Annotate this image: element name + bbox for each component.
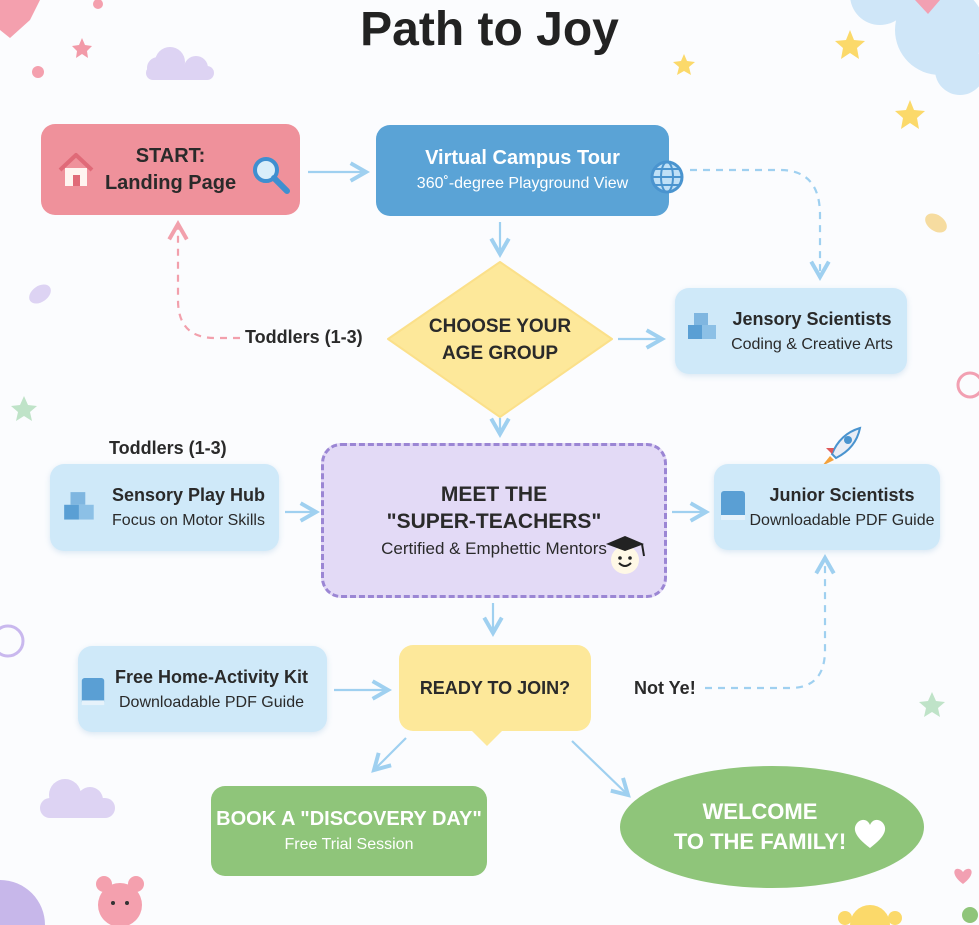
page-title: Path to Joy	[360, 3, 619, 56]
heart-decoration	[954, 868, 972, 884]
blocks-icon	[688, 313, 716, 339]
teachers-subtitle: Certified & Emphettic Mentors	[381, 538, 607, 558]
star-decoration	[673, 54, 695, 75]
book-discovery-day-node[interactable]: BOOK A "DISCOVERY DAY" Free Trial Sessio…	[211, 786, 487, 876]
arrow-tour-to-jensory	[690, 168, 831, 281]
welcome-line2: TO THE FAMILY!	[673, 829, 847, 854]
search-icon	[253, 157, 290, 194]
start-title: START:	[135, 144, 206, 167]
age-group-diamond-shape	[387, 261, 613, 418]
arrow-ready-to-book	[371, 737, 407, 773]
junior-scientists-node[interactable]: Junior Scientists Downloadable PDF Guide	[714, 464, 940, 550]
arrow-toddlers-to-start	[167, 220, 240, 340]
teddy-bear-decoration	[96, 876, 144, 925]
rocket-icon	[822, 426, 862, 466]
cloud-decoration	[40, 779, 115, 818]
kit-title: Free Home-Activity Kit	[114, 666, 309, 687]
home-activity-kit-node[interactable]: Free Home-Activity Kit Downloadable PDF …	[78, 646, 327, 732]
star-decoration	[0, 0, 40, 38]
toddlers-label-lower: Toddlers (1-3)	[109, 438, 227, 458]
age-group-decision[interactable]: CHOOSE YOUR AGE GROUP	[410, 305, 590, 375]
junior-title: Junior Scientists	[769, 484, 915, 505]
virtual-tour-title: Virtual Campus Tour	[425, 147, 620, 169]
heart-icon	[854, 819, 886, 848]
sensory-subtitle: Focus on Motor Skills	[112, 512, 265, 529]
blocks-icon	[64, 492, 94, 520]
clock-decoration	[0, 624, 25, 658]
dot-decoration	[93, 0, 103, 9]
jensory-title: Jensory Scientists	[732, 308, 892, 329]
ready-to-join-node[interactable]: READY TO JOIN?	[399, 645, 591, 731]
cloud-decoration	[850, 0, 979, 95]
connector-arrows	[167, 161, 836, 798]
virtual-tour-node[interactable]: Virtual Campus Tour 360˚-degree Playgrou…	[376, 125, 669, 216]
dot-decoration	[962, 907, 978, 923]
sensory-title: Sensory Play Hub	[111, 485, 266, 505]
cloud-decoration	[146, 47, 214, 80]
dot-decoration	[32, 66, 44, 78]
teachers-line2: "SUPER-TEACHERS"	[386, 509, 602, 533]
graduate-smiley-icon	[606, 536, 645, 574]
arrow-ready-to-welcome	[571, 740, 631, 798]
welcome-ellipse-shape	[620, 766, 924, 888]
super-teachers-node[interactable]: MEET THE "SUPER-TEACHERS" Certified & Em…	[321, 443, 667, 598]
leaf-decoration	[925, 213, 947, 233]
book-icon	[721, 491, 745, 520]
hill-decoration	[0, 880, 45, 925]
star-decoration	[835, 30, 865, 59]
not-yet-label: Not Ye!	[634, 678, 696, 698]
globe-icon	[650, 160, 684, 194]
book-subtitle: Free Trial Session	[284, 835, 414, 853]
heart-decoration	[915, 0, 940, 14]
clock-decoration	[956, 371, 979, 399]
junior-subtitle: Downloadable PDF Guide	[749, 511, 935, 529]
start-subtitle: Landing Page	[104, 171, 237, 194]
age-group-line1: CHOOSE YOUR	[428, 316, 572, 337]
welcome-line1: WELCOME	[702, 799, 818, 824]
arrow-notyet-to-junior	[705, 554, 836, 690]
star-decoration	[895, 100, 925, 129]
kit-subtitle: Downloadable PDF Guide	[119, 693, 304, 711]
toddlers-label-upper: Toddlers (1-3)	[245, 327, 363, 347]
house-icon	[58, 153, 94, 186]
star-decoration	[919, 692, 945, 717]
star-decoration	[11, 396, 37, 421]
book-title: BOOK A "DISCOVERY DAY"	[216, 807, 482, 830]
leaf-decoration	[29, 284, 51, 304]
jensory-scientists-node[interactable]: Jensory Scientists Coding & Creative Art…	[675, 288, 907, 374]
ready-title: READY TO JOIN?	[419, 677, 571, 698]
teddy-bear-decoration	[838, 905, 902, 925]
star-decoration	[72, 38, 92, 58]
teachers-line1: MEET THE	[440, 482, 548, 506]
jensory-subtitle: Coding & Creative Arts	[731, 335, 893, 353]
book-icon	[81, 678, 105, 706]
age-group-line2: AGE GROUP	[441, 343, 559, 364]
virtual-tour-subtitle: 360˚-degree Playground View	[416, 175, 629, 192]
ready-bubble-tail	[470, 729, 504, 746]
welcome-node[interactable]: WELCOME TO THE FAMILY!	[640, 780, 880, 874]
